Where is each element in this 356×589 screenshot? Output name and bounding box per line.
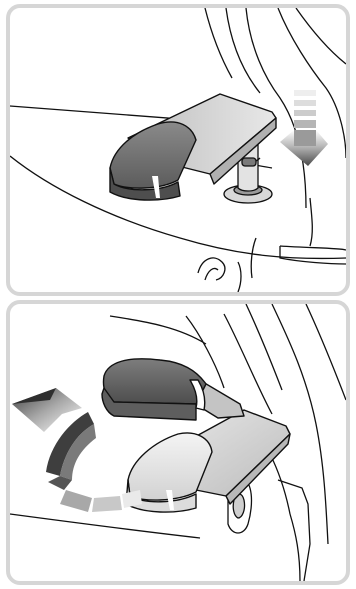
downward-arrow-icon	[280, 90, 328, 166]
pedal-pad	[110, 122, 196, 200]
step-1-illustration	[10, 8, 346, 292]
step-1-panel	[6, 4, 350, 296]
step-2-illustration	[10, 304, 346, 581]
pedal-ghost-previous-position	[126, 410, 290, 512]
step-2-panel	[6, 300, 350, 585]
pedal-raised	[102, 359, 244, 420]
